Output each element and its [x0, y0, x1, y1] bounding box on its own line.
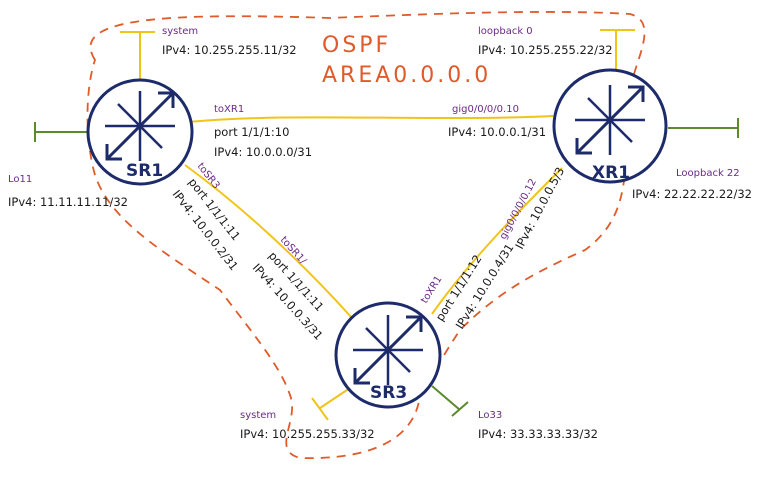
xr1-lo-ip: IPv4: 22.22.22.22/32 — [632, 187, 752, 201]
link-sr1-xr1-xr1-ip: IPv4: 10.0.0.1/31 — [448, 125, 546, 139]
sr1-lo-ip: IPv4: 11.11.11.11/32 — [8, 195, 128, 209]
sr3-system-ip: IPv4: 10.255.255.33/32 — [240, 427, 375, 441]
sr3-lo-ip: IPv4: 33.33.33.33/32 — [478, 427, 598, 441]
link-xr1-sr3 — [431, 167, 563, 315]
link-sr1-xr1-sr1-port: port 1/1/1:10 — [214, 125, 289, 139]
sr3-lo-label: Lo33 — [478, 410, 502, 421]
sr3-system-stub — [311, 387, 351, 421]
link-sr1-xr1 — [187, 115, 554, 123]
router-name-sr3: SR3 — [370, 383, 407, 403]
link-sr1-xr1-sr1-if: toXR1 — [214, 104, 244, 115]
sr3-lo-stub — [431, 385, 469, 417]
sr1-system-label: system — [162, 26, 198, 37]
xr1-lo-stub — [668, 118, 739, 138]
xr1-lo-label: Loopback 22 — [676, 168, 740, 179]
xr1-system-stub — [600, 29, 635, 70]
sr1-system-ip: IPv4: 10.255.255.11/32 — [162, 43, 297, 57]
xr1-system-ip: IPv4: 10.255.255.22/32 — [478, 43, 613, 57]
xr1-system-label: loopback 0 — [478, 26, 533, 37]
link-sr1-xr1-xr1-if: gig0/0/0/0.10 — [452, 104, 519, 115]
sr1-lo-stub — [34, 122, 92, 142]
router-name-sr1: SR1 — [126, 161, 163, 181]
link-sr1-xr1-sr1-ip: IPv4: 10.0.0.0/31 — [214, 145, 312, 159]
link-sr1-sr3 — [184, 164, 353, 319]
sr3-system-label: system — [240, 410, 276, 421]
ospf-title: OSPF — [322, 33, 391, 58]
router-name-xr1: XR1 — [592, 163, 630, 183]
router-sr3[interactable]: SR3 — [334, 301, 442, 409]
sr1-lo-label: Lo11 — [8, 174, 32, 185]
router-xr1[interactable]: XR1 — [552, 68, 668, 184]
router-sr1[interactable]: SR1 — [86, 78, 194, 186]
ospf-area-boundary — [86, 11, 646, 459]
ospf-area-id: AREA0.0.0.0 — [322, 63, 491, 88]
